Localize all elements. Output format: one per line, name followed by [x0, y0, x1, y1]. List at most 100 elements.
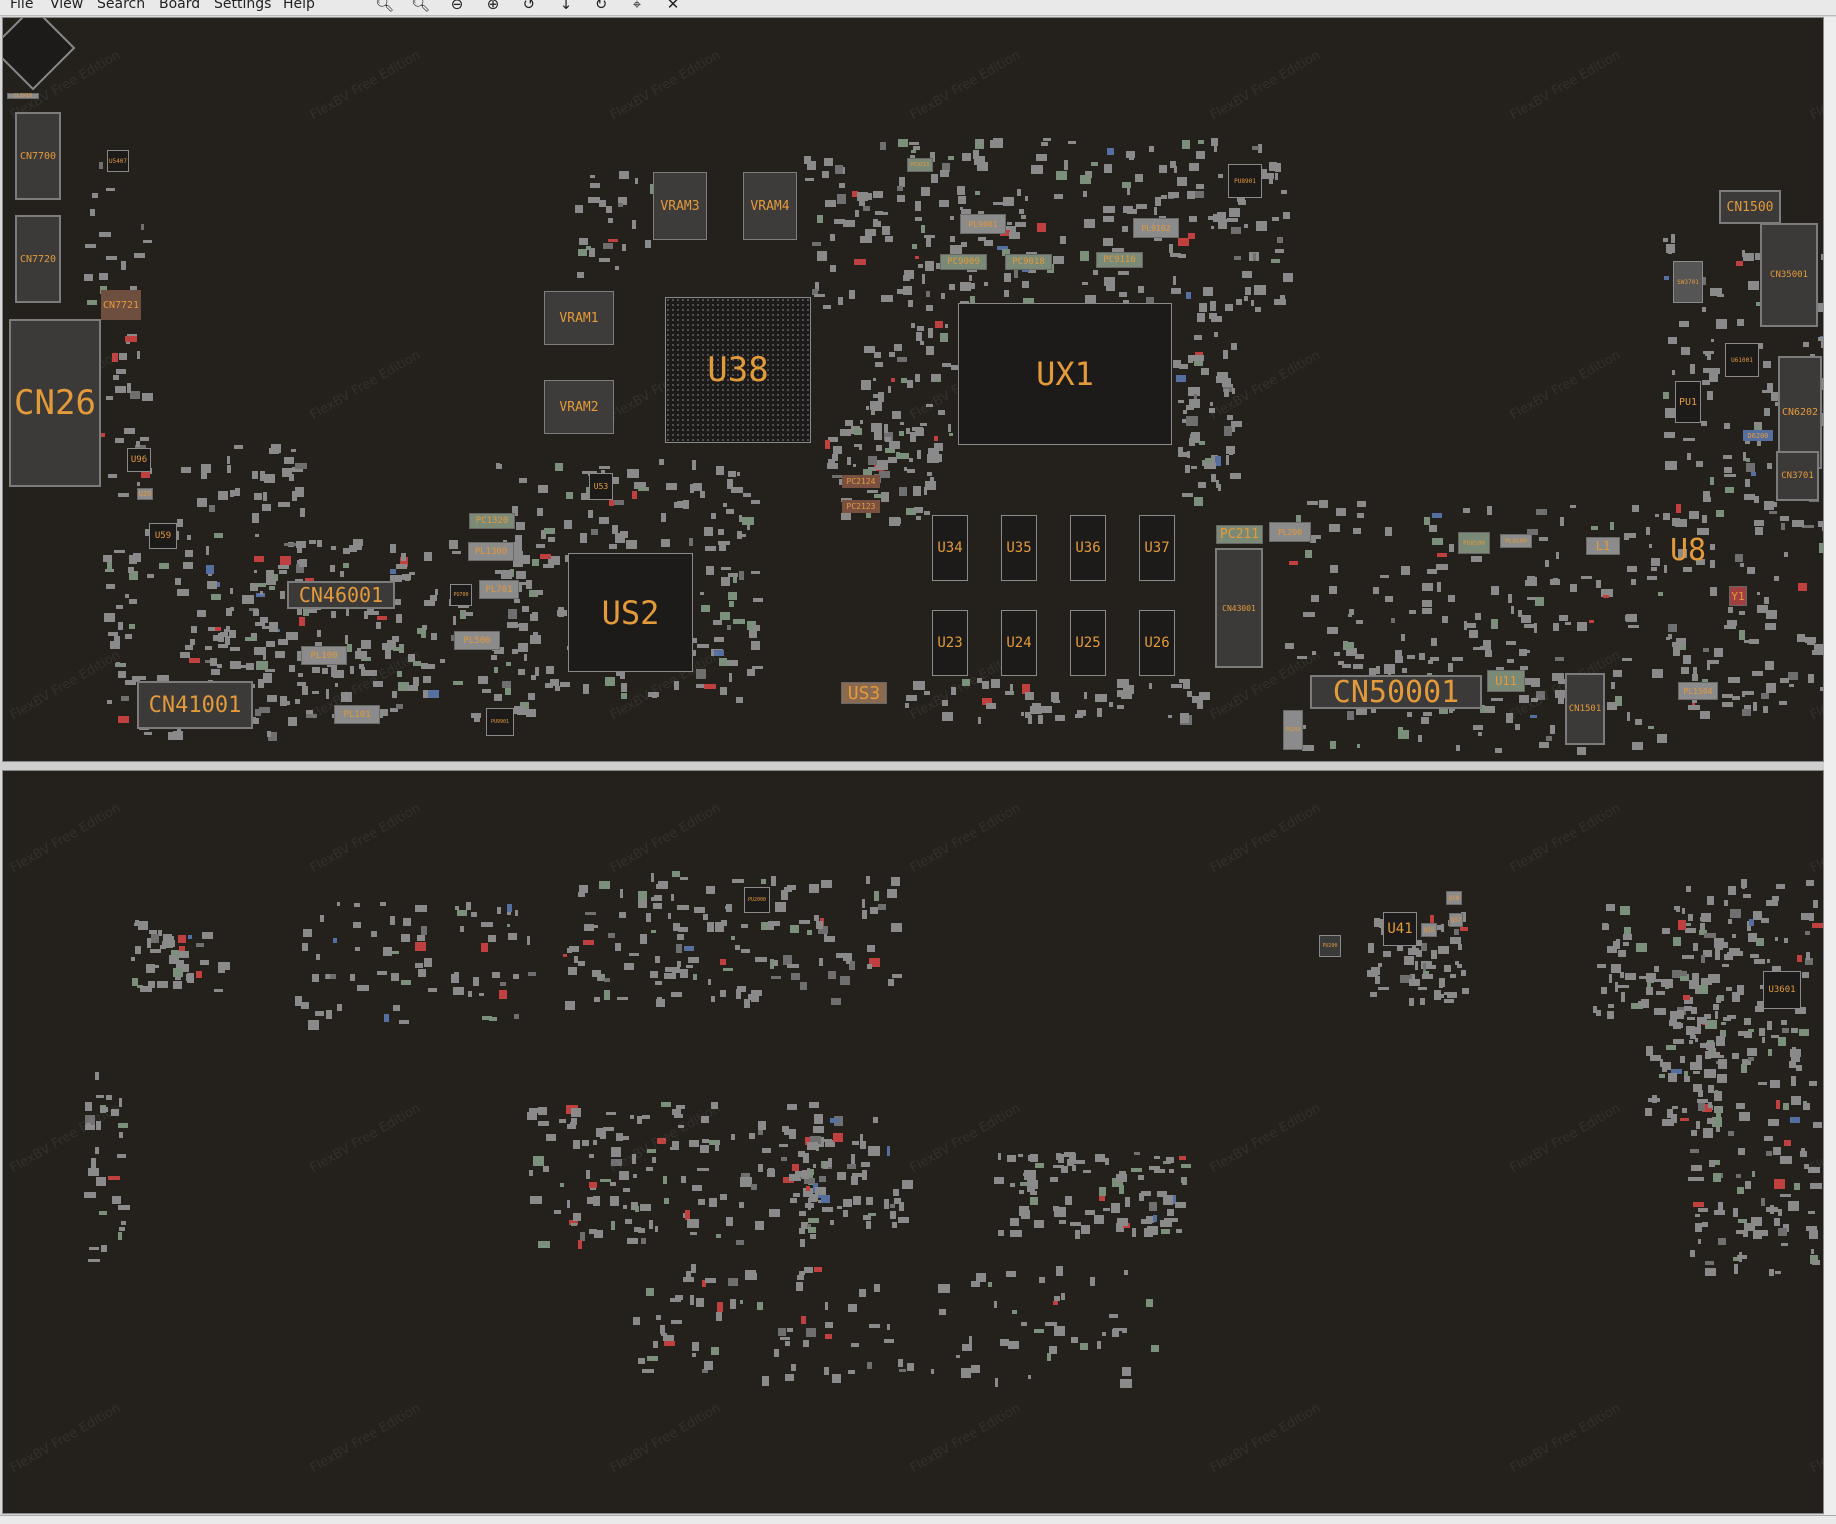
menu-help[interactable]: Help: [283, 0, 315, 12]
chip-u37[interactable]: U37: [1139, 515, 1175, 581]
connector-cn7720[interactable]: CN7720: [15, 215, 61, 303]
chip-vram4[interactable]: VRAM4: [743, 172, 797, 240]
chip-u41[interactable]: U41: [1383, 912, 1417, 946]
chip-u36[interactable]: U36: [1070, 515, 1106, 581]
right-scroll-edge[interactable]: [1824, 17, 1836, 1515]
inductor-pl8500[interactable]: PL8500: [1500, 534, 1532, 548]
chip-vram3[interactable]: VRAM3: [653, 172, 707, 240]
chip-u61001[interactable]: U61001: [1725, 343, 1759, 377]
component-u53[interactable]: U53: [589, 473, 613, 500]
close-icon[interactable]: ✕: [666, 0, 680, 13]
chip-u24[interactable]: U24: [1001, 610, 1037, 676]
connector-cn35001[interactable]: CN35001: [1760, 223, 1818, 327]
connector-cn50001[interactable]: CN50001: [1310, 675, 1482, 710]
component-u96[interactable]: U96: [127, 448, 151, 472]
smd-pad: [746, 520, 751, 530]
inductor-l1[interactable]: L1: [1586, 537, 1620, 555]
menu-view[interactable]: View: [50, 0, 84, 12]
component-pu1[interactable]: PU1: [1675, 381, 1701, 423]
smd-pad: [1724, 625, 1737, 629]
capacitor-pc2123[interactable]: PC2123: [842, 500, 880, 513]
chip-u38-gpu[interactable]: U38: [665, 297, 811, 443]
flip-icon[interactable]: ↧: [559, 0, 573, 13]
connector-cn6202[interactable]: CN6202: [1778, 356, 1822, 469]
capacitor-pc1320[interactable]: PC1320: [469, 513, 515, 529]
chip-vram2[interactable]: VRAM2: [544, 380, 614, 434]
zoom-plus-icon[interactable]: ⊕: [486, 0, 500, 13]
smd-pad: [584, 923, 595, 932]
smd-pad: [982, 680, 990, 690]
inductor-pl1300[interactable]: PL1300: [468, 542, 514, 561]
diode-d6200[interactable]: D6200: [1743, 430, 1773, 441]
chip-u3601[interactable]: U3601: [1763, 971, 1801, 1009]
menu-file[interactable]: File: [10, 0, 34, 12]
zoom-out-icon[interactable]: ⊖: [450, 0, 464, 13]
component-u59[interactable]: U59: [149, 523, 177, 549]
component-pu8500[interactable]: PU8500: [1458, 532, 1490, 554]
rotate-cw-icon[interactable]: ↻: [594, 0, 608, 13]
smd-pad: [832, 475, 844, 479]
component-pu8901[interactable]: PU8901: [1228, 164, 1262, 198]
smd-pad: [421, 926, 427, 935]
connector-cn1501[interactable]: CN1501: [1565, 673, 1605, 745]
chip-u34[interactable]: U34: [932, 515, 968, 581]
inductor-pl9001[interactable]: PL9001: [960, 214, 1006, 234]
inductor-pl100[interactable]: PL100: [301, 646, 347, 665]
chip-u26[interactable]: U26: [1139, 610, 1175, 676]
capacitor-pc2124[interactable]: PC2124: [842, 475, 880, 488]
menu-search[interactable]: Search: [97, 0, 146, 12]
chip-vram1[interactable]: VRAM1: [544, 291, 614, 345]
inductor-pl101[interactable]: PL101: [334, 705, 380, 724]
component-u20[interactable]: U20: [137, 488, 153, 500]
component-pu200[interactable]: PU200: [1319, 935, 1341, 957]
rotate-ccw-icon[interactable]: ↺: [522, 0, 536, 13]
component-pu9901[interactable]: PU9901: [486, 708, 514, 736]
inductor-pl9102[interactable]: PL9102: [1133, 218, 1179, 238]
smd-pad: [950, 365, 963, 370]
component-u5407[interactable]: U5407: [107, 150, 129, 172]
connector-cn41001[interactable]: CN41001: [137, 681, 253, 729]
component-u11[interactable]: U11: [1487, 670, 1525, 692]
capacitor-pc9213[interactable]: PC9213: [907, 158, 933, 172]
zoom-in-icon[interactable]: 🔍︎: [375, 0, 395, 13]
transistor-q57[interactable]: Q57: [1449, 913, 1463, 927]
connector-cn43001[interactable]: CN43001: [1215, 548, 1263, 668]
chip-ux1-cpu[interactable]: UX1: [958, 303, 1172, 445]
chip-u35[interactable]: U35: [1001, 515, 1037, 581]
inductor-pl701[interactable]: PL701: [479, 580, 519, 599]
transistor-q55[interactable]: Q55: [1421, 923, 1437, 937]
inductor-pl200[interactable]: PL200: [1269, 522, 1311, 542]
chip-u25[interactable]: U25: [1070, 610, 1106, 676]
connector-cn1500[interactable]: CN1500: [1719, 190, 1781, 224]
connector-cn26[interactable]: CN26: [9, 319, 101, 487]
connector-cn46001[interactable]: CN46001: [287, 581, 395, 609]
menu-settings[interactable]: Settings: [214, 0, 272, 12]
capacitor-pc9009[interactable]: PC9009: [940, 254, 987, 270]
chip-us2[interactable]: US2: [568, 553, 693, 672]
component-us3[interactable]: US3: [841, 682, 887, 704]
capacitor-pc211[interactable]: PC211: [1216, 525, 1263, 544]
view-divider[interactable]: [0, 762, 1836, 770]
component-clip19[interactable]: CLIP19: [7, 93, 39, 99]
center-icon[interactable]: ⌖: [632, 0, 642, 13]
inductor-pl1504[interactable]: PL1504: [1678, 682, 1718, 700]
component-pu201[interactable]: PU201: [1283, 710, 1303, 750]
transistor-q58[interactable]: Q58: [1446, 891, 1462, 905]
connector-cn7721[interactable]: CN7721: [101, 290, 141, 320]
connector-cn3701[interactable]: CN3701: [1776, 451, 1819, 501]
component-pu700[interactable]: PU700: [450, 584, 472, 606]
inductor-pl500[interactable]: PL500: [454, 631, 500, 650]
zoom-fit-icon[interactable]: 🔍︎: [411, 0, 431, 13]
capacitor-pc9116[interactable]: PC9116: [1096, 252, 1143, 268]
crystal-y1[interactable]: Y1: [1729, 586, 1747, 606]
smd-pad: [1705, 1050, 1712, 1059]
smd-pad: [284, 542, 296, 546]
chip-u23[interactable]: U23: [932, 610, 968, 676]
capacitor-pc9018[interactable]: PC9018: [1005, 254, 1052, 270]
connector-cn7700[interactable]: CN7700: [15, 112, 61, 200]
menu-board[interactable]: Board: [159, 0, 201, 12]
component-pu2000[interactable]: PU2000: [744, 887, 770, 913]
switch-sw3701[interactable]: SW3701: [1673, 261, 1703, 303]
